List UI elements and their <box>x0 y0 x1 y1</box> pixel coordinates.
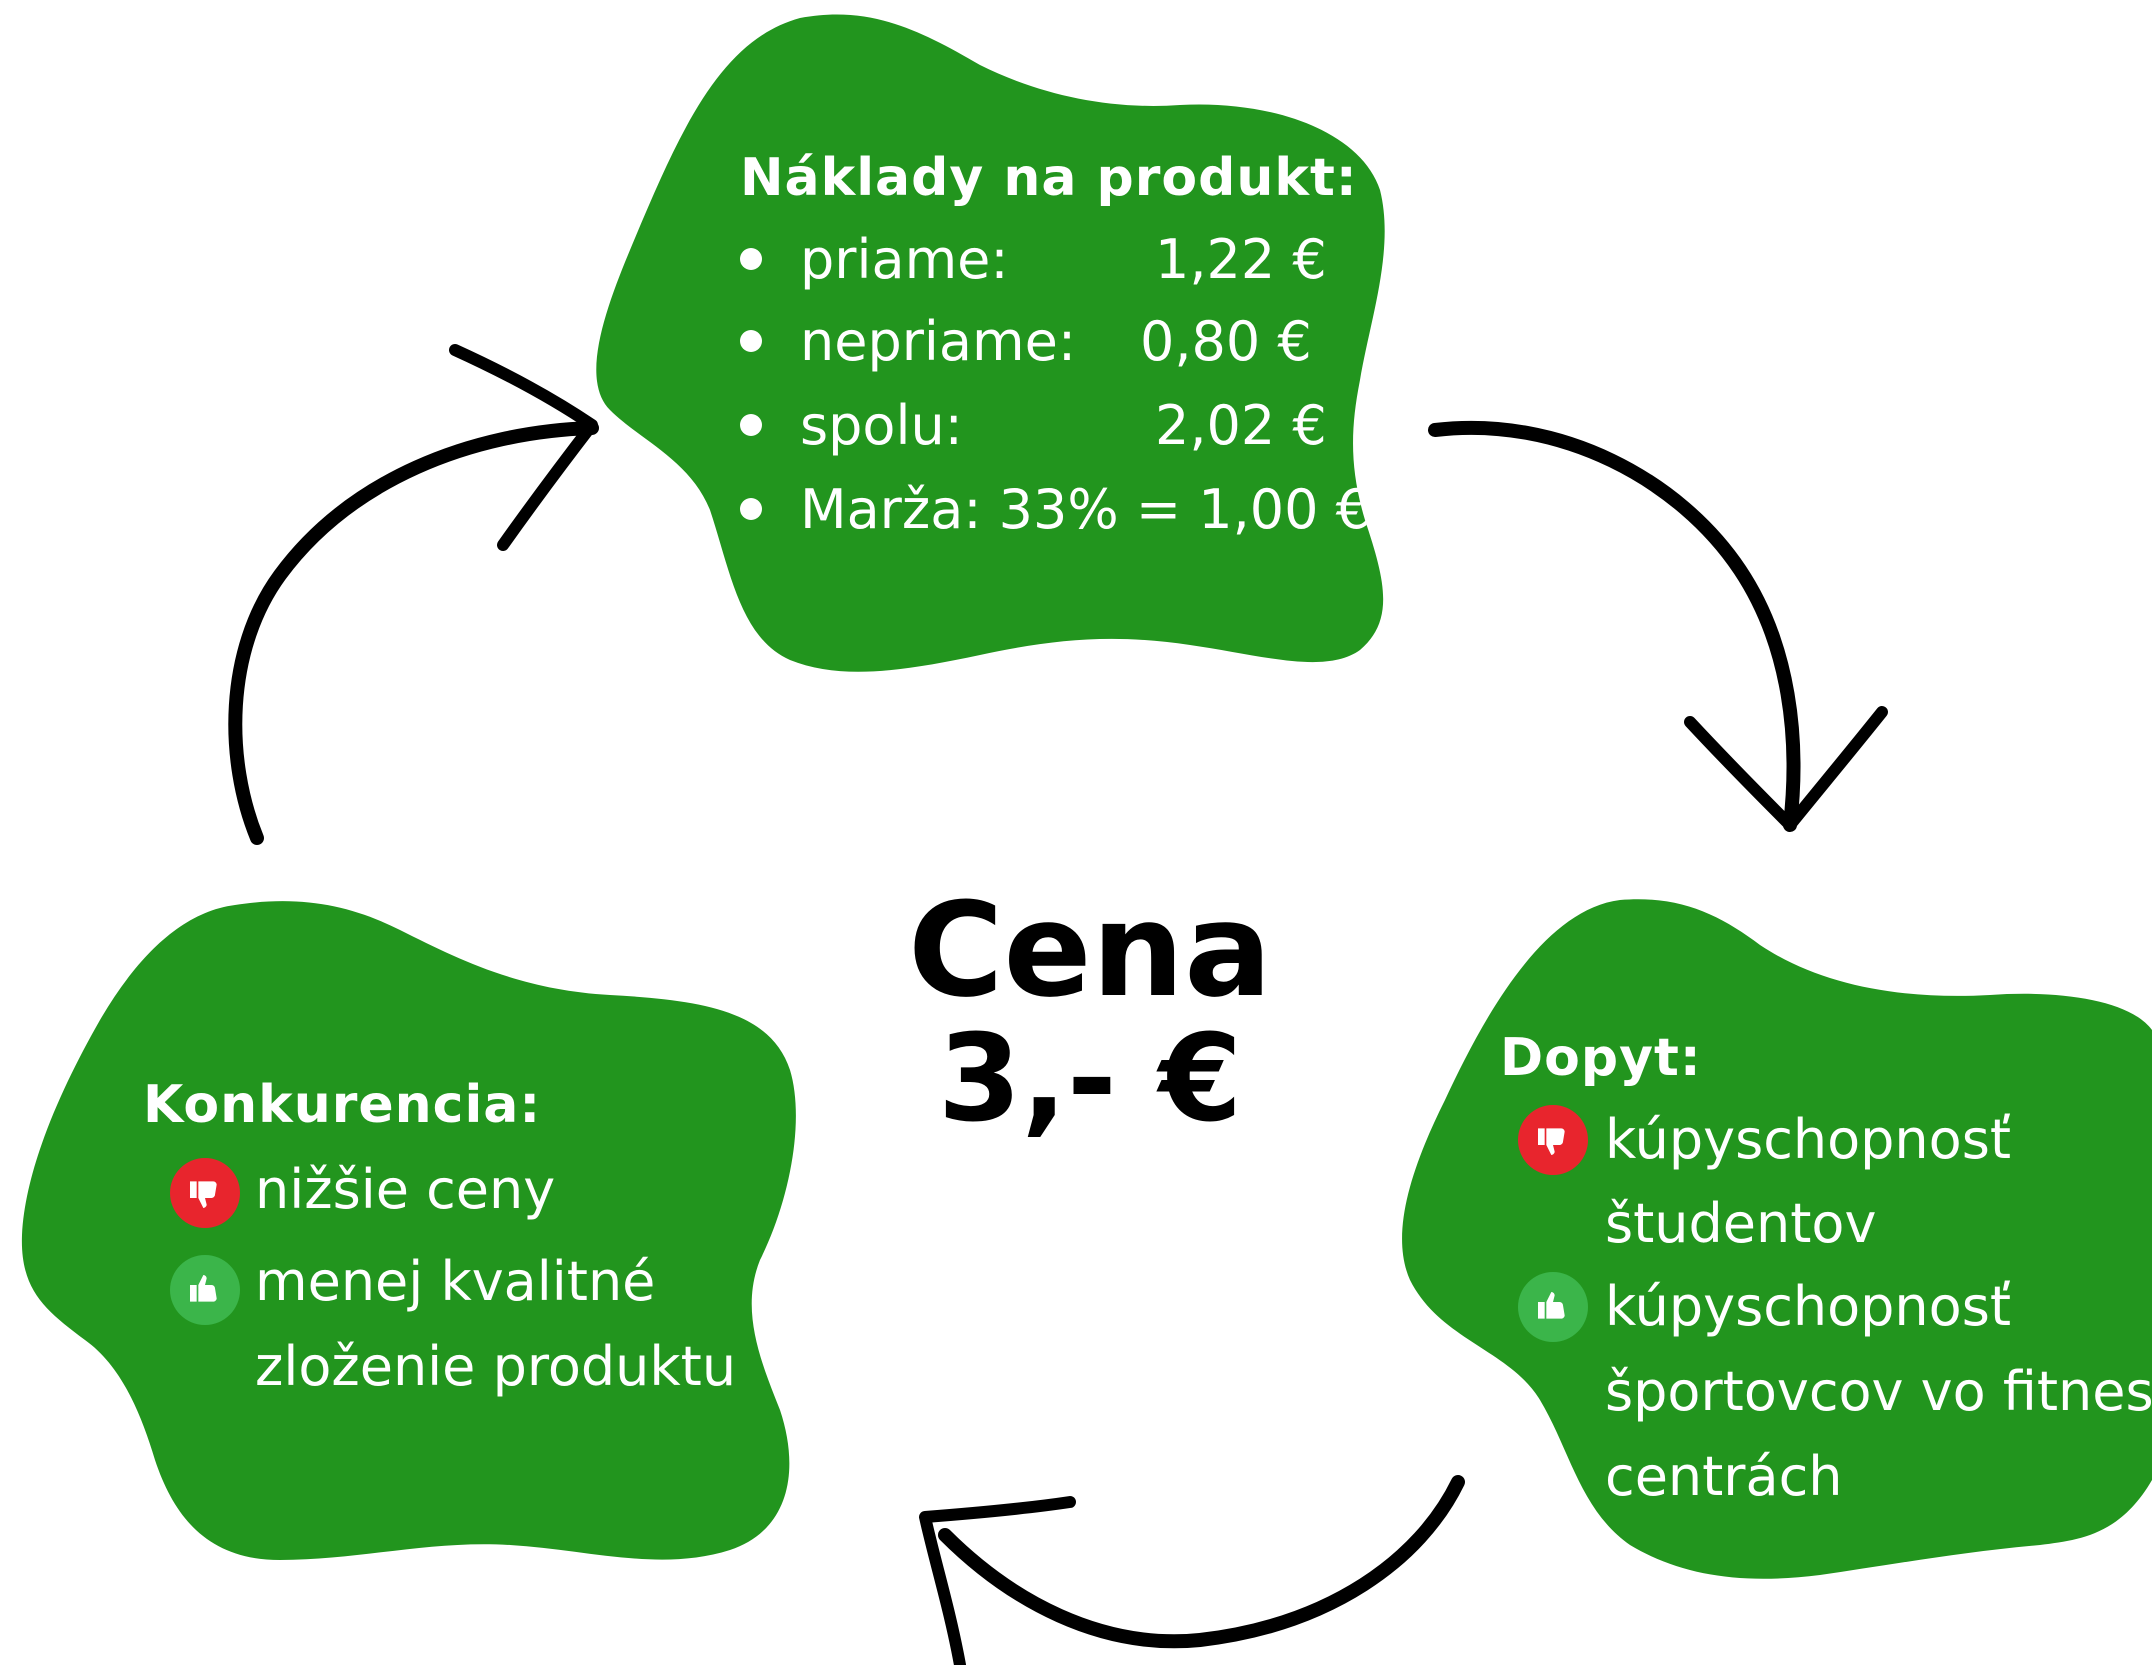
arrowhead-right-to-left <box>919 1496 1076 1665</box>
cost-label-total: spolu: <box>800 394 963 457</box>
bullet-icon <box>740 414 762 436</box>
demand-item-2-line-1: kúpyschopnosť <box>1605 1275 2012 1338</box>
demand-heading: Dopyt: <box>1500 1028 1702 1088</box>
cost-value-indirect: 0,80 € <box>1140 310 1312 373</box>
arrow-left-to-top <box>228 421 599 845</box>
competition-heading: Konkurencia: <box>143 1075 542 1135</box>
thumbs-down-icon <box>1518 1105 1588 1175</box>
bullet-icon <box>740 330 762 352</box>
bullet-icon <box>740 498 762 520</box>
cost-label-direct: priame: <box>800 228 1009 291</box>
cost-value-total: 2,02 € <box>1155 394 1327 457</box>
arrow-right-to-left <box>938 1475 1465 1649</box>
demand-item-1-line-2: študentov <box>1605 1192 1877 1255</box>
thumbs-up-icon <box>170 1255 240 1325</box>
arrow-top-to-right <box>1428 420 1801 832</box>
demand-item-2-line-2: športovcov vo fitness <box>1605 1360 2152 1423</box>
competition-blob <box>21 901 796 1560</box>
cost-label-margin: Marža: 33% = 1,00 € <box>800 478 1371 541</box>
bullet-icon <box>740 248 762 270</box>
thumbs-up-icon <box>1518 1272 1588 1342</box>
competition-item-1-line-1: nižšie ceny <box>255 1158 556 1221</box>
price-title: Cena <box>908 874 1272 1026</box>
cost-label-indirect: nepriame: <box>800 310 1077 373</box>
competition-item-2-line-1: menej kvalitné <box>255 1250 656 1313</box>
cost-value-direct: 1,22 € <box>1155 228 1327 291</box>
arrowhead-left-to-top <box>449 344 598 551</box>
competition-item-2-line-2: zloženie produktu <box>255 1335 737 1398</box>
arrowhead-top-to-right <box>1684 706 1888 831</box>
demand-blob <box>1402 899 2152 1579</box>
costs-blob <box>596 14 1385 672</box>
demand-item-2-line-3: centrách <box>1605 1445 1843 1508</box>
thumbs-down-icon <box>170 1158 240 1228</box>
demand-item-1-line-1: kúpyschopnosť <box>1605 1108 2012 1171</box>
price-value: 3,- € <box>937 1010 1243 1149</box>
costs-heading: Náklady na produkt: <box>740 148 1358 208</box>
